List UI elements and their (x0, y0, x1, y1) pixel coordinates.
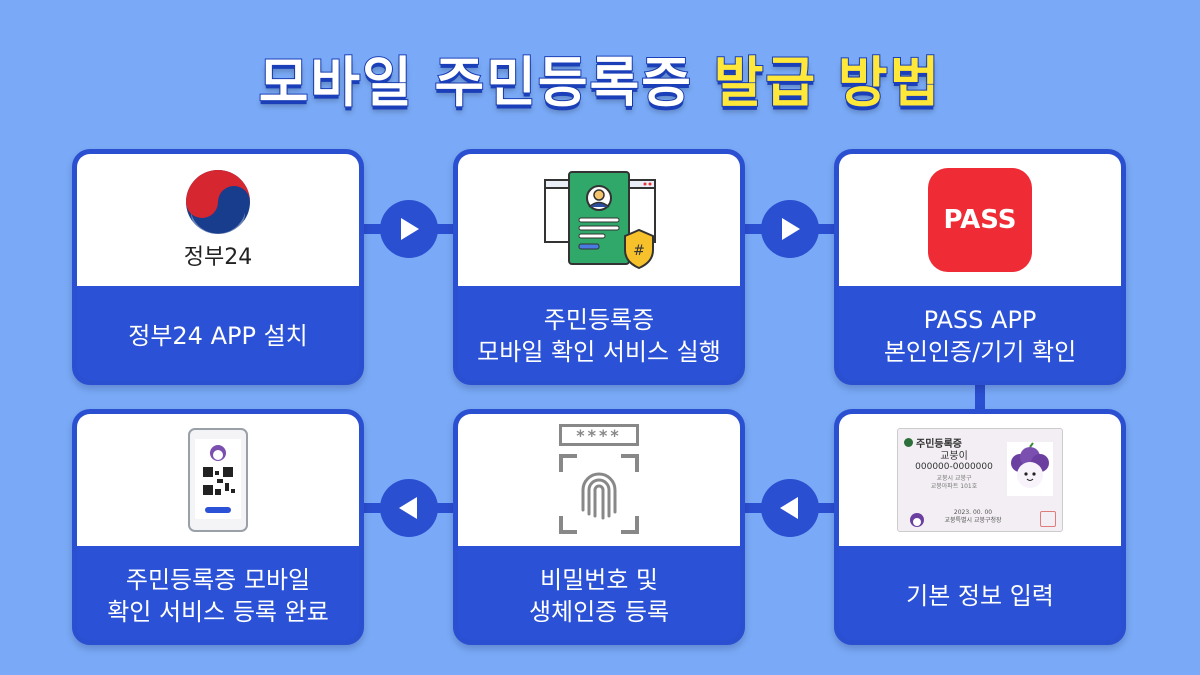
password-mask-text: **** (576, 425, 622, 445)
step-card-basic-info: 주민등록증 교붕이 000000-0000000 교붕시 교붕구 교붕아파트 1… (834, 409, 1126, 645)
step-label-line: PASS APP (923, 305, 1037, 334)
step-card-biometric: **** 비밀번호 및 생체인증 등록 (453, 409, 745, 645)
phone-qr-icon (188, 428, 248, 532)
step-label-line: 주민등록증 모바일 (125, 565, 311, 594)
step-card-image: 정부24 (77, 154, 359, 286)
id-card-name: 교붕이 (940, 451, 968, 462)
id-card-header: 주민등록증 (916, 439, 962, 450)
id-card-image: 주민등록증 교붕이 000000-0000000 교붕시 교붕구 교붕아파트 1… (897, 428, 1063, 532)
id-card-emblem-icon (904, 438, 913, 447)
arrow-left-icon (380, 479, 438, 537)
id-verification-icon: # (544, 171, 656, 270)
step-card-run-service: # 주민등록증 모바일 확인 서비스 실행 (453, 149, 745, 385)
page-title: 모바일 주민등록증 발급 방법 (0, 38, 1200, 117)
mini-mascot-icon (910, 513, 924, 527)
id-card-date: 2023. 00. 00 (953, 509, 993, 516)
step-card-pass-auth: PASS PASS APP 본인인증/기기 확인 (834, 149, 1126, 385)
title-part2: 발급 방법 (713, 50, 942, 115)
grape-mascot-icon (1007, 442, 1053, 496)
step-card-image: 주민등록증 교붕이 000000-0000000 교붕시 교붕구 교붕아파트 1… (839, 414, 1121, 546)
connector (975, 384, 985, 410)
pass-logo-text: PASS (943, 205, 1017, 235)
step-label-line: 본인인증/기기 확인 (883, 337, 1077, 366)
official-seal-icon (1040, 511, 1056, 527)
svg-text:#: # (633, 243, 645, 259)
id-card-address: 교붕시 교붕구 (936, 475, 972, 482)
step-label-line: 정부24 APP 설치 (128, 321, 308, 350)
step-label-line: 확인 서비스 등록 완료 (107, 597, 329, 626)
pass-app-icon: PASS (928, 168, 1032, 272)
step-label-line: 생체인증 등록 (528, 597, 670, 626)
step-label: 주민등록증 모바일 확인 서비스 실행 (458, 286, 740, 380)
fingerprint-icon (559, 454, 639, 534)
arrow-left-icon (761, 479, 819, 537)
step-label-line: 주민등록증 (543, 305, 655, 334)
step-label-line: 기본 정보 입력 (906, 581, 1054, 610)
step-card-registration-complete: 주민등록증 모바일 확인 서비스 등록 완료 (72, 409, 364, 645)
step-card-image (77, 414, 359, 546)
arrow-right-icon (761, 200, 819, 258)
password-field-icon: **** (559, 424, 639, 446)
gov24-logo-icon (185, 170, 250, 235)
id-card-address: 교붕아파트 101호 (930, 483, 978, 490)
gov24-logo-text: 정부24 (183, 245, 253, 270)
step-card-image: PASS (839, 154, 1121, 286)
step-card-image: # (458, 154, 740, 286)
id-card-number: 000000-0000000 (915, 462, 993, 472)
step-label: PASS APP 본인인증/기기 확인 (839, 286, 1121, 380)
step-card-install-gov24: 정부24 정부24 APP 설치 (72, 149, 364, 385)
title-part1: 모바일 주민등록증 (258, 50, 693, 115)
step-label: 기본 정보 입력 (839, 546, 1121, 640)
step-label-line: 모바일 확인 서비스 실행 (477, 337, 721, 366)
id-card-issuer: 교붕특별시 교붕구청장 (944, 517, 1002, 524)
step-card-image: **** (458, 414, 740, 546)
step-label: 주민등록증 모바일 확인 서비스 등록 완료 (77, 546, 359, 640)
step-label-line: 비밀번호 및 (539, 565, 659, 594)
step-label: 비밀번호 및 생체인증 등록 (458, 546, 740, 640)
step-label: 정부24 APP 설치 (77, 286, 359, 380)
arrow-right-icon (380, 200, 438, 258)
